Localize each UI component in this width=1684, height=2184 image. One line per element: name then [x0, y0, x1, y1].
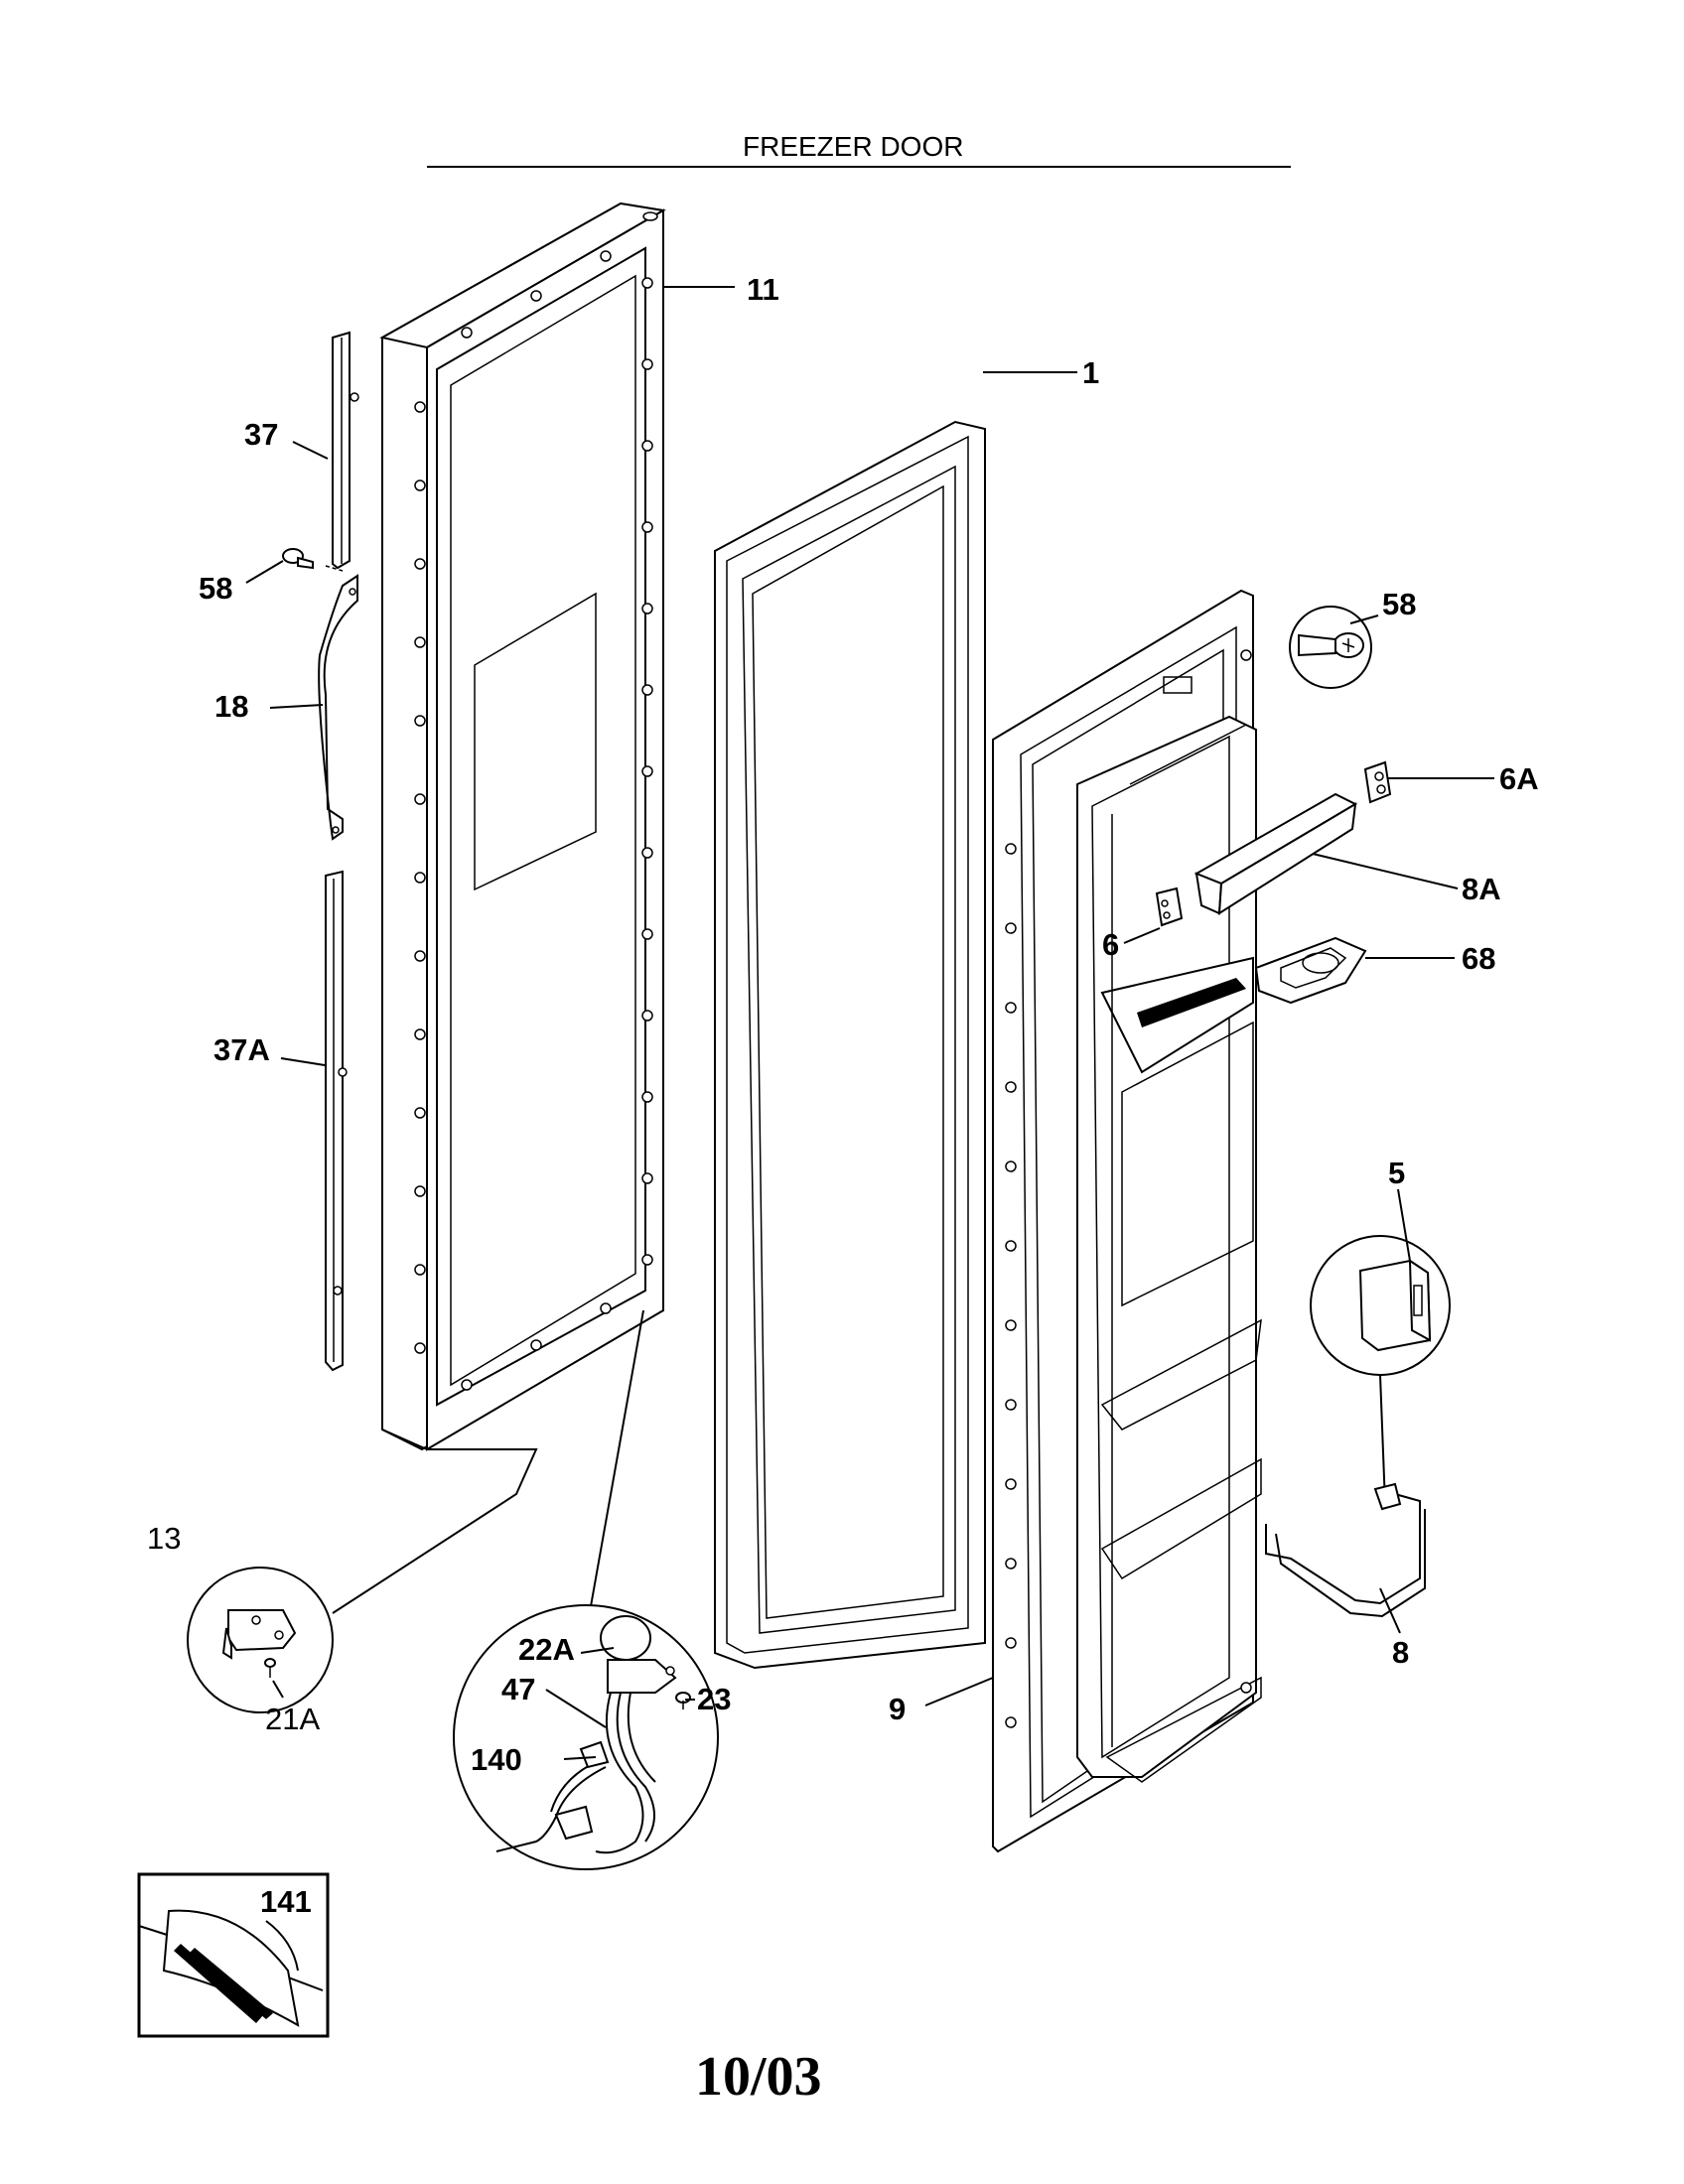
- part-6a-clip: [1363, 760, 1392, 804]
- screw-hole: [1005, 1002, 1017, 1014]
- screw-hole: [641, 440, 653, 452]
- screw-hole: [530, 1339, 542, 1351]
- screw-hole: [414, 401, 426, 413]
- leader-line: [590, 1309, 644, 1607]
- part-label-8a: 8A: [1462, 872, 1501, 906]
- screw-detail-callout: [1289, 606, 1372, 689]
- outer-door-frame: [379, 202, 666, 1451]
- screw-hole: [530, 290, 542, 302]
- screw-hole: [641, 277, 653, 289]
- part-label-9: 9: [889, 1692, 906, 1726]
- screw-hole: [414, 872, 426, 884]
- screw-hole: [641, 684, 653, 696]
- leader-lines: [245, 286, 1494, 1760]
- screw-hole: [641, 765, 653, 777]
- screw-hole: [1005, 1160, 1017, 1172]
- screw-hole: [414, 636, 426, 648]
- screw-hole: [414, 1028, 426, 1040]
- screw-hole: [641, 1010, 653, 1022]
- screw-hole: [600, 1302, 612, 1314]
- part-label-5: 5: [1388, 1156, 1405, 1190]
- leader-line: [1379, 1374, 1386, 1505]
- screw-hole: [1005, 1081, 1017, 1093]
- screw-hole: [1240, 1682, 1252, 1694]
- part-label-13: 13: [147, 1521, 181, 1556]
- part-label-8: 8: [1392, 1635, 1409, 1670]
- door-handle: [318, 565, 358, 841]
- screw-hole: [1005, 843, 1017, 855]
- lower-trim-strip: [325, 870, 348, 1372]
- screw-hole: [414, 1107, 426, 1119]
- part-6-clip: [1155, 887, 1184, 927]
- part-label-141: 141: [260, 1884, 312, 1919]
- screw-hole: [1005, 1319, 1017, 1331]
- screw-hole: [641, 358, 653, 370]
- date-code: 10/03: [695, 2046, 822, 2108]
- screw-hole: [414, 1342, 426, 1354]
- screw-hole: [1005, 1558, 1017, 1570]
- screw-hole: [1005, 1637, 1017, 1649]
- screw-hole: [414, 793, 426, 805]
- screw-hole: [641, 928, 653, 940]
- screw-hole: [641, 521, 653, 533]
- screw-hole: [1005, 1240, 1017, 1252]
- screw-hole: [461, 1379, 473, 1391]
- leader-line: [332, 1448, 538, 1614]
- door-gasket: [714, 420, 986, 1670]
- light-cover: [1254, 936, 1367, 1005]
- part-5-detail-callout: [1310, 1235, 1451, 1376]
- screw-hole: [414, 558, 426, 570]
- screw-icon: [282, 548, 314, 570]
- part-label-1: 1: [1082, 355, 1099, 390]
- part-labels: 11 1 37 58 18 37A 58 6A 8A 6 68 5 8 9 13…: [147, 272, 1539, 1919]
- screw-hole: [1005, 1478, 1017, 1490]
- screw-hole: [1240, 649, 1252, 661]
- inner-door-liner: [992, 589, 1262, 1853]
- screw-hole: [414, 950, 426, 962]
- hinge-detail-callout: [187, 1567, 334, 1713]
- screw-hole: [641, 847, 653, 859]
- part-label-37: 37: [244, 417, 278, 452]
- part-label-140: 140: [471, 1742, 522, 1777]
- screw-hole: [1005, 922, 1017, 934]
- part-label-6a: 6A: [1499, 761, 1539, 796]
- part-label-23: 23: [697, 1682, 731, 1716]
- part-label-18: 18: [214, 689, 248, 724]
- shelf-bar: [1193, 792, 1358, 915]
- part-label-68: 68: [1462, 941, 1495, 976]
- part-label-58-left: 58: [199, 571, 232, 606]
- screw-hole: [641, 1254, 653, 1266]
- part-label-37a: 37A: [213, 1032, 270, 1067]
- switch-detail-callout: [453, 1604, 719, 1870]
- gasket-tool-inset: [137, 1872, 330, 2038]
- screw-hole: [414, 1185, 426, 1197]
- screw-hole: [641, 1091, 653, 1103]
- screw-hole: [641, 1172, 653, 1184]
- part-label-22a: 22A: [518, 1632, 575, 1667]
- screw-hole: [1005, 1399, 1017, 1411]
- screw-hole: [414, 479, 426, 491]
- screw-hole: [414, 1264, 426, 1276]
- screw-hole: [641, 603, 653, 614]
- upper-trim-strip: [332, 331, 359, 570]
- part-label-58-right: 58: [1382, 587, 1416, 621]
- bin-rail: [1265, 1482, 1426, 1618]
- screw-hole: [600, 250, 612, 262]
- part-label-21a: 21A: [265, 1702, 320, 1736]
- part-label-6: 6: [1102, 927, 1119, 962]
- screw-hole: [461, 327, 473, 339]
- part-label-11: 11: [747, 272, 779, 307]
- diagram-title: FREEZER DOOR: [743, 131, 963, 162]
- screw-hole: [1005, 1716, 1017, 1728]
- screw-hole: [414, 715, 426, 727]
- part-label-47: 47: [501, 1672, 535, 1706]
